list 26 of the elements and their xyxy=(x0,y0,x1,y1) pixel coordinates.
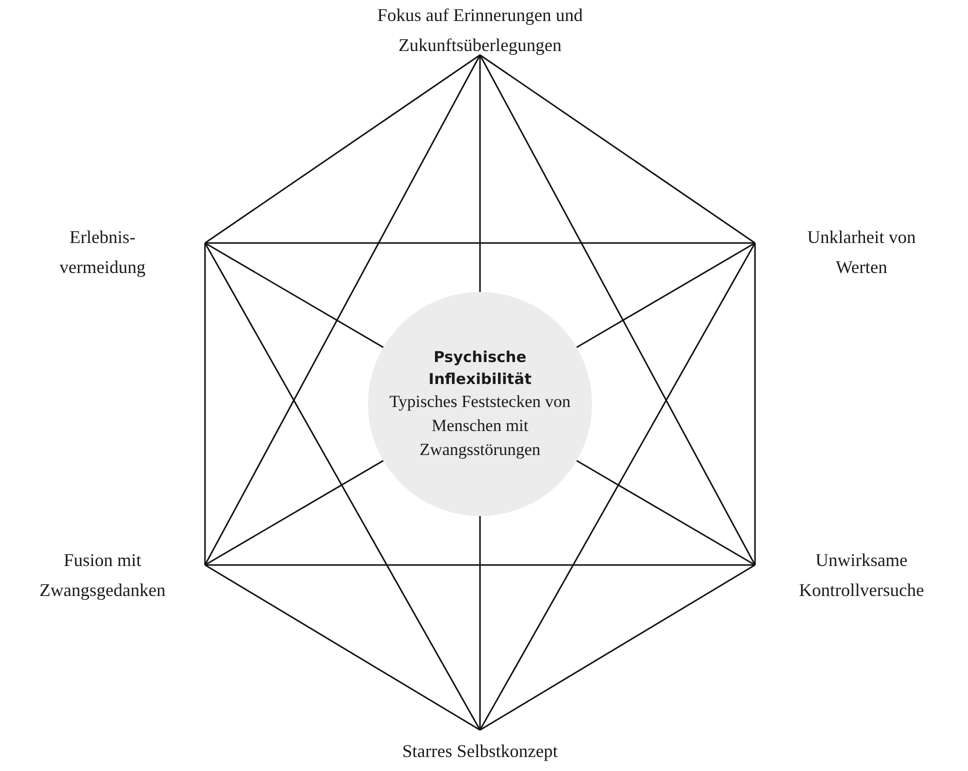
connector-line xyxy=(205,242,755,244)
vertex-label: Unwirksame Kontrollversuche xyxy=(798,549,925,602)
connector-line xyxy=(205,564,755,566)
vertex-label: Erlebnis- vermeidung xyxy=(58,226,146,279)
connector-line xyxy=(479,516,481,730)
connector-line xyxy=(204,54,480,244)
connector-line xyxy=(204,242,481,730)
connector-line xyxy=(576,460,756,566)
connector-line xyxy=(480,54,756,244)
connector-line xyxy=(204,54,481,566)
connector-line xyxy=(204,564,480,731)
connector-line xyxy=(479,242,756,730)
connector-line xyxy=(204,242,384,348)
connector-line xyxy=(479,54,756,566)
vertex-label: Starres Selbstkonzept xyxy=(402,740,558,763)
connector-line xyxy=(479,55,481,292)
connector-line xyxy=(754,243,756,565)
vertex-label: Fusion mit Zwangsgedanken xyxy=(38,549,166,602)
circle-heading: Psychische Inflexibilität xyxy=(428,347,532,390)
connector-line xyxy=(204,460,384,566)
vertex-label: Unklarheit von Werten xyxy=(806,226,917,279)
connector-line xyxy=(204,243,206,565)
circle-text: Typisches Feststecken von Menschen mit Zwangsstörungen xyxy=(388,391,572,461)
vertex-label: Fokus auf Erinnerungen und Zukunftsüberlegungen xyxy=(376,4,584,57)
connector-line xyxy=(480,564,756,731)
connector-line xyxy=(576,242,756,348)
